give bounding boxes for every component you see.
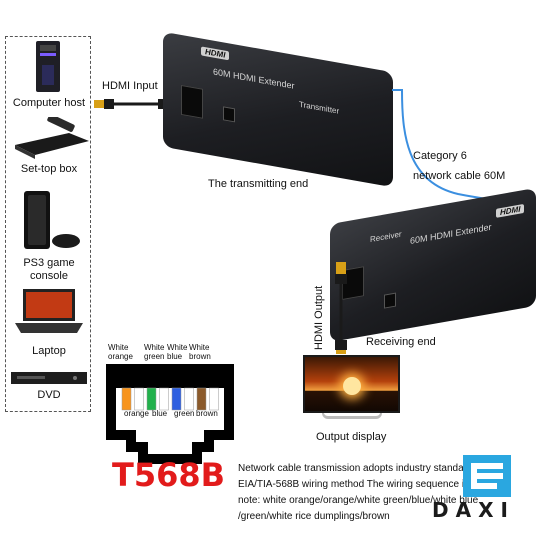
transmitter-device: HDMI 60M HDMI Extender Transmitter (163, 31, 393, 188)
receiver-model-text: 60M HDMI Extender (410, 221, 492, 247)
laptop-icon (15, 289, 83, 333)
source-label-dvd: DVD (37, 389, 61, 401)
rj45-jack-diagram (106, 364, 234, 464)
wire-pin-6 (184, 387, 194, 411)
pin-label-white-blue: White blue (167, 343, 188, 361)
pin-label-green: green (174, 409, 195, 418)
description-line-3: note: white orange/orange/white green/bl… (238, 495, 479, 506)
sunset-screen-image (305, 357, 398, 411)
wire-pin-8 (209, 387, 219, 411)
dvd-player-icon (11, 372, 87, 384)
output-display-label: Output display (316, 431, 387, 443)
t568b-title: T568B (112, 456, 226, 494)
transmitter-dc-port (223, 106, 235, 123)
brand-e-icon (471, 463, 503, 489)
brand-logo-mark (463, 455, 511, 497)
game-console-icon (24, 191, 80, 249)
pin-label-brown: brown (196, 409, 218, 418)
hdmi-input-label: HDMI Input (102, 80, 158, 92)
set-top-box-icon (15, 117, 89, 159)
wire-pin-5 (171, 387, 182, 411)
receiving-end-label: Receiving end (366, 336, 436, 348)
wiring-description: Network cable transmission adopts indust… (238, 461, 503, 525)
brand-name: DAXI (432, 498, 515, 522)
category-label: Category 6 (413, 150, 467, 162)
description-line-1: Network cable transmission adopts indust… (238, 463, 473, 474)
transmitter-hdmi-port (181, 84, 203, 119)
network-cable-label: network cable 60M (413, 170, 506, 182)
pin-label-white-green: White green (144, 343, 165, 361)
source-label-game-console: PS3 game console (23, 257, 75, 282)
pin-label-white-brown: White brown (189, 343, 211, 361)
transmitter-hdmi-logo: HDMI (201, 46, 230, 61)
pin-label-orange: orange (124, 409, 149, 418)
tv-stand (322, 413, 382, 419)
transmitting-end-label: The transmitting end (208, 178, 309, 190)
computer-tower-icon (36, 41, 60, 92)
source-label-computer-host: Computer host (12, 97, 86, 109)
wire-pin-7 (196, 387, 207, 411)
sun-icon (343, 377, 361, 395)
source-label-set-top-box: Set-top box (20, 163, 78, 175)
wire-pin-3 (146, 387, 157, 411)
wire-pin-1 (121, 387, 132, 411)
transmitter-role-text: Transmitter (299, 99, 340, 116)
transmitter-model-text: 60M HDMI Extender (213, 66, 295, 91)
description-line-2: EIA/TIA-568B wiring method The wiring se… (238, 479, 470, 490)
hdmi-output-label: HDMI Output (313, 285, 325, 350)
pin-label-blue: blue (152, 409, 168, 418)
source-label-laptop: Laptop (32, 345, 66, 357)
source-devices-panel: Computer host Set-top box PS3 game conso… (5, 36, 91, 412)
receiver-dc-port (384, 292, 396, 309)
wire-pin-4 (159, 387, 169, 411)
receiver-role-text: Receiver (370, 229, 402, 245)
wire-pin-2 (134, 387, 144, 411)
receiver-hdmi-logo: HDMI (496, 203, 525, 218)
pin-label-white-orange: White orange (108, 343, 133, 361)
description-line-4: /green/white rice dumplings/brown (238, 511, 390, 522)
receiver-device: HDMI 60M HDMI Extender Receiver (330, 187, 536, 343)
hdmi-output-cable (335, 262, 347, 354)
output-display-tv (303, 355, 400, 413)
